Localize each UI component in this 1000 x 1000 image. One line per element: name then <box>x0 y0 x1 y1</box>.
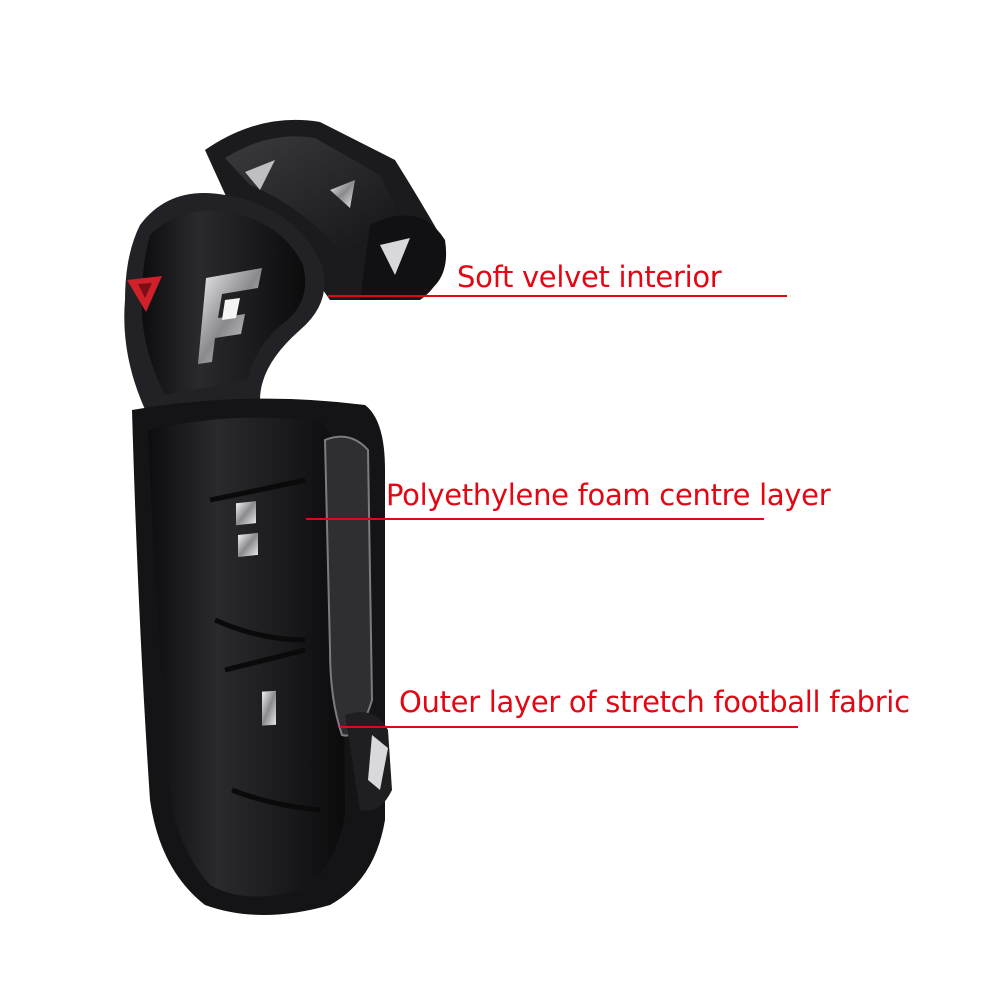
callout-label: Outer layer of stretch football fabric <box>399 685 910 719</box>
callout-label: Soft velvet interior <box>457 260 722 294</box>
shin-shield <box>132 398 392 916</box>
callout-leader-line <box>340 726 798 728</box>
callout-leader-line <box>328 295 787 297</box>
callout-leader-line <box>306 518 764 520</box>
callout-label: Polyethylene foam centre layer <box>386 478 831 512</box>
thigh-pad <box>205 119 447 301</box>
knee-cap <box>124 193 325 420</box>
